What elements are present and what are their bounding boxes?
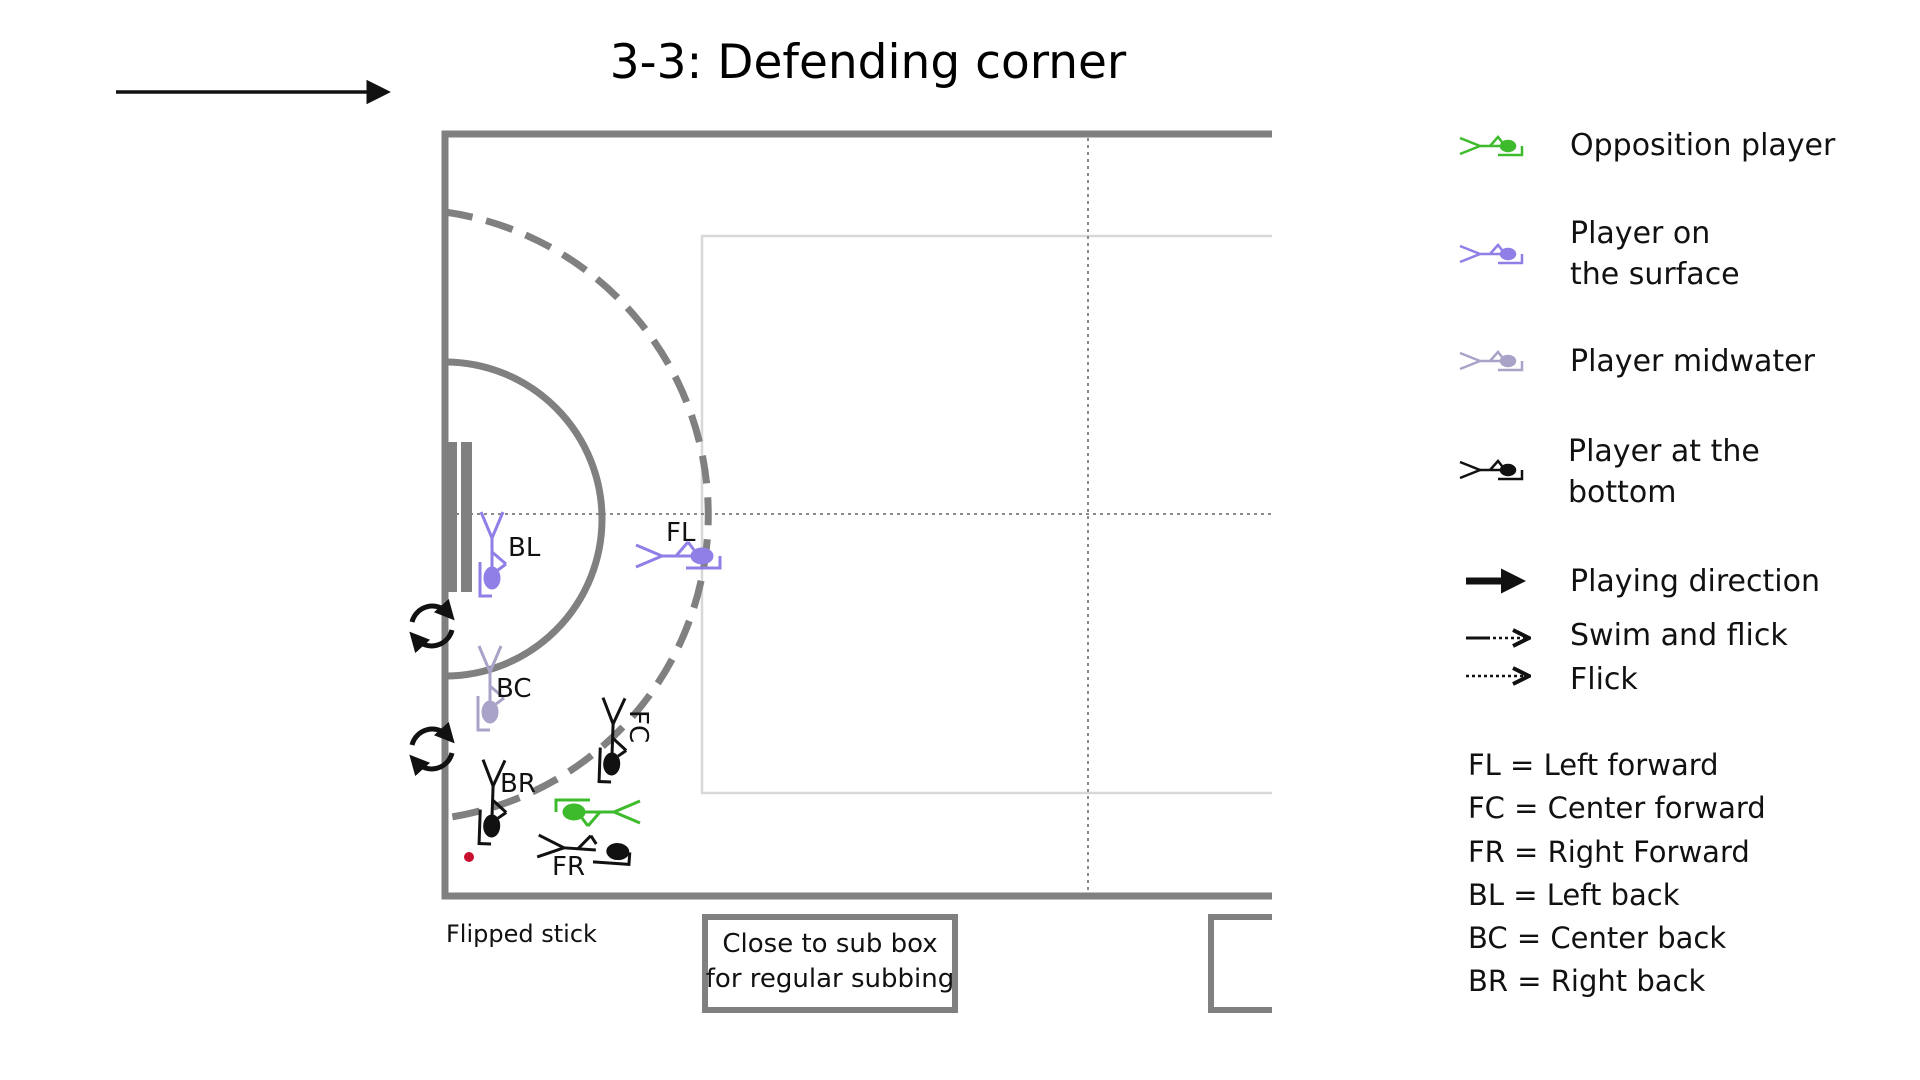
goal-post <box>446 442 457 592</box>
player-label-fc: FC <box>623 710 653 743</box>
player-bl-surface <box>478 511 507 598</box>
player-label-fl: FL <box>666 518 696 548</box>
rotate-arrows-icon <box>409 598 455 654</box>
player-label-bl: BL <box>508 533 541 563</box>
legend-label-playing-direction: Playing direction <box>1570 564 1820 599</box>
legend-label-bottom-line1: Player at the <box>1568 434 1760 469</box>
legend-label-swim-and-flick: Swim and flick <box>1570 618 1788 653</box>
sub-box: Close to sub box for regular subbing <box>702 914 958 1013</box>
pool-field <box>441 130 1272 900</box>
player-label-bc: BC <box>496 674 532 704</box>
legend-label-surface-line1: Player on <box>1570 216 1710 251</box>
legend-icon-bottom <box>1459 459 1524 481</box>
page-title: 3-3: Defending corner <box>610 35 1127 90</box>
player-opposition <box>554 798 641 827</box>
puck-icon <box>464 852 474 862</box>
sub-box-text-line2: for regular subbing <box>706 964 954 994</box>
legend-icon-surface <box>1459 243 1524 265</box>
legend-label-surface-line2: the surface <box>1570 257 1740 292</box>
abbreviation-br: BR = Right back <box>1468 964 1705 998</box>
player-label-fr: FR <box>552 852 585 882</box>
legend-icon-midwater <box>1459 350 1524 372</box>
sub-box-partial <box>1208 914 1272 1013</box>
legend-label-bottom-line2: bottom <box>1568 475 1677 510</box>
player-label-br: BR <box>500 769 536 799</box>
legend-label-flick: Flick <box>1570 662 1638 697</box>
sub-box-text-line1: Close to sub box <box>722 929 937 959</box>
legend: Opposition player Player on the surface … <box>1459 128 1836 998</box>
abbreviation-bl: BL = Left back <box>1468 878 1680 912</box>
penalty-arc-dashed <box>444 208 712 822</box>
player-fr-bottom <box>536 833 632 866</box>
abbreviation-fc: FC = Center forward <box>1468 791 1766 825</box>
legend-label-midwater: Player midwater <box>1570 344 1816 379</box>
abbreviation-fr: FR = Right Forward <box>1468 835 1750 869</box>
abbreviation-bc: BC = Center back <box>1468 921 1726 955</box>
flipped-stick-label: Flipped stick <box>446 920 597 948</box>
player-bc-midwater <box>476 645 505 732</box>
goal-area-arc <box>444 358 606 680</box>
goal-post <box>461 442 472 592</box>
field-boundary <box>441 130 1272 900</box>
player-br-bottom <box>477 759 508 846</box>
abbreviation-fl: FL = Left forward <box>1468 748 1719 782</box>
player-fl-surface <box>635 541 722 570</box>
player-fc-bottom <box>597 697 628 784</box>
legend-icon-opposition <box>1459 135 1524 157</box>
rotate-arrows-icon <box>409 721 455 777</box>
legend-label-opposition: Opposition player <box>1570 128 1836 163</box>
